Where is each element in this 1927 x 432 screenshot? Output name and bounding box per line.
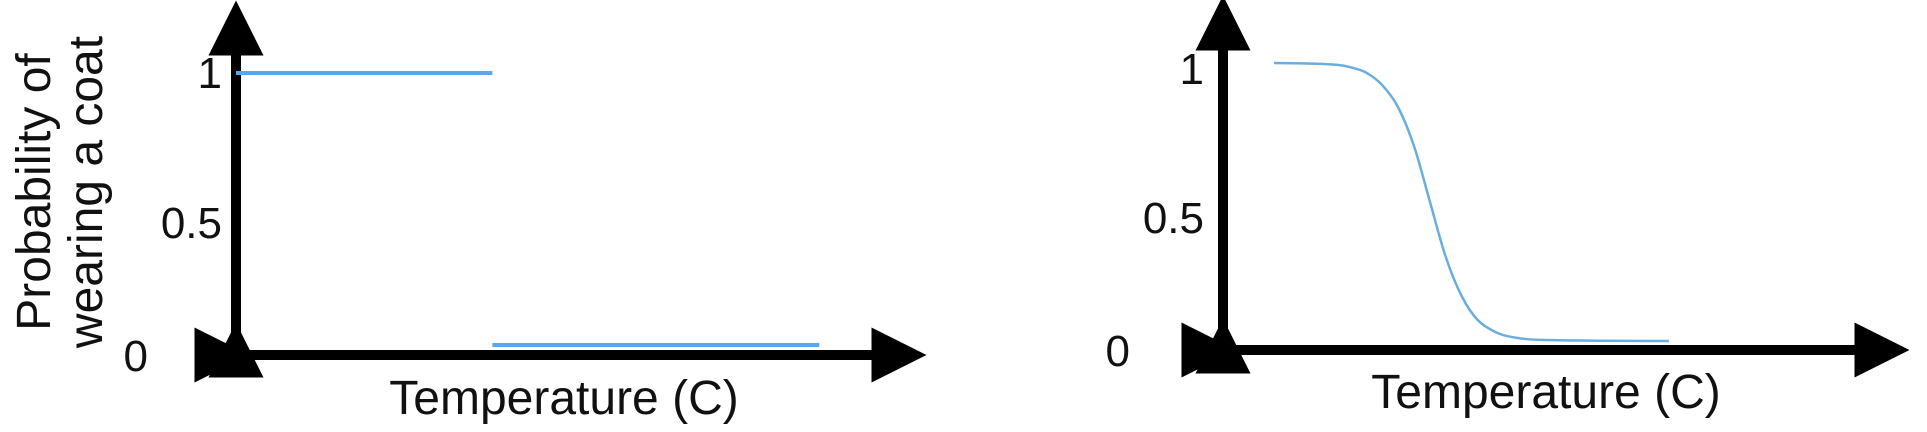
chart-2-ytick-label-1: 1 xyxy=(1180,45,1204,94)
chart-2-ytick-label-0-5: 0.5 xyxy=(1143,194,1204,243)
chart-1-ytick-label-0-5: 0.5 xyxy=(161,199,222,248)
chart-1: Probability of wearing a coat 0 0.5 1 Te… xyxy=(8,0,927,425)
chart-2: 0 0.5 1 Temperature (C) xyxy=(1106,0,1910,419)
chart-1-xlabel: Temperature (C) xyxy=(389,372,738,425)
chart-2-series-curve xyxy=(1273,61,1669,343)
chart-1-ytick-label-1: 1 xyxy=(198,49,222,98)
chart-1-ylabel-line-1: Probability of xyxy=(8,53,61,331)
chart-2-series xyxy=(1273,61,1669,343)
chart-1-ylabel-line-2: wearing a coat xyxy=(60,36,113,349)
chart-1-ytick-label-0: 0 xyxy=(124,332,148,381)
chart-1-series xyxy=(236,71,820,347)
chart-2-ytick-label-0: 0 xyxy=(1106,327,1130,376)
chart-2-xlabel: Temperature (C) xyxy=(1371,366,1720,419)
